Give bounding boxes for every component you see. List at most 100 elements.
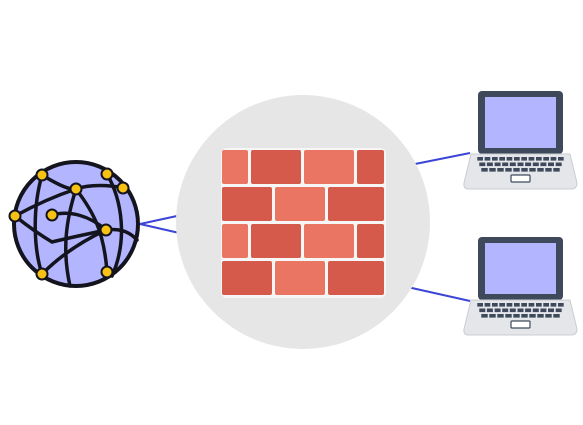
brick — [304, 224, 354, 258]
laptop-key — [543, 157, 549, 161]
globe-body — [12, 160, 140, 288]
laptop-key — [521, 314, 528, 318]
laptop-screen — [485, 243, 556, 294]
laptop-touchpad — [510, 320, 531, 329]
laptop-touchpad — [510, 174, 531, 183]
laptop-key — [514, 157, 520, 161]
brick — [222, 150, 248, 184]
brick — [222, 187, 272, 221]
laptop-key — [558, 157, 564, 161]
globe-node-dot — [100, 167, 114, 181]
laptop-key — [492, 157, 498, 161]
laptop-key — [489, 168, 496, 172]
laptop-key — [553, 314, 560, 318]
brick — [251, 224, 301, 258]
laptop-key — [532, 308, 539, 313]
laptop-key — [555, 162, 562, 167]
laptop-key — [521, 168, 528, 172]
laptop-key — [517, 308, 524, 313]
laptop-key — [545, 314, 552, 318]
globe-node-dot — [45, 208, 59, 222]
laptop-key — [553, 168, 560, 172]
globe-node-dot — [35, 168, 49, 182]
laptop-key — [502, 308, 509, 313]
laptop-key — [477, 303, 483, 307]
laptop-key — [479, 162, 486, 167]
laptop-key — [486, 162, 493, 167]
laptop-key — [497, 168, 504, 172]
laptop-key — [481, 168, 488, 172]
globe-node-dot — [35, 267, 49, 281]
laptop-key — [499, 303, 505, 307]
laptop-key — [481, 314, 488, 318]
globe-network-icon — [8, 160, 140, 288]
brick — [275, 261, 325, 295]
laptop-screen — [485, 97, 556, 148]
laptop-key — [528, 157, 535, 161]
brick — [275, 187, 325, 221]
laptop-key — [484, 303, 491, 307]
globe-node-dot — [116, 181, 130, 195]
laptop-key — [489, 314, 496, 318]
laptop-keyboard — [477, 303, 564, 318]
laptop-icon — [463, 91, 578, 190]
laptop-key — [492, 303, 498, 307]
laptop-key — [543, 303, 549, 307]
laptop-key — [529, 314, 536, 318]
brick-wall-icon — [221, 148, 386, 298]
laptop-key — [558, 303, 564, 307]
laptop-key — [484, 157, 491, 161]
brick-rows — [222, 150, 384, 295]
globe-line-6 — [13, 214, 139, 244]
laptop-key — [505, 314, 512, 318]
laptop-key — [505, 168, 512, 172]
laptop-key — [494, 162, 501, 167]
laptop-key — [506, 303, 513, 307]
globe-node-dot — [69, 182, 83, 196]
laptop-keyboard — [477, 157, 564, 172]
laptop-key — [532, 162, 539, 167]
laptop-key — [509, 308, 516, 313]
laptop-key — [525, 308, 532, 313]
laptop-key — [540, 308, 547, 313]
laptop-key — [537, 168, 544, 172]
laptop-key — [555, 308, 562, 313]
laptop-key — [525, 162, 532, 167]
laptop-key — [540, 162, 547, 167]
globe-node-dot — [8, 209, 22, 223]
laptop-key — [477, 157, 483, 161]
laptop-key — [550, 157, 557, 161]
laptop-key — [536, 157, 542, 161]
laptop-key — [545, 168, 552, 172]
laptop-key — [502, 162, 509, 167]
laptop-key — [513, 168, 520, 172]
laptop-key — [521, 157, 527, 161]
brick — [222, 224, 248, 258]
brick — [304, 150, 354, 184]
globe-line-7 — [40, 228, 108, 276]
laptop-key — [550, 303, 557, 307]
laptop-key — [479, 308, 486, 313]
laptop-key — [486, 308, 493, 313]
globe-node-dot — [99, 223, 113, 237]
laptop-key — [497, 314, 504, 318]
laptop-key — [528, 303, 535, 307]
globe-line-2 — [64, 187, 78, 288]
laptop-key — [513, 314, 520, 318]
laptop-key — [529, 168, 536, 172]
laptop-key — [521, 303, 527, 307]
brick-wall-mortar — [221, 148, 386, 298]
globe-nodes — [8, 167, 130, 281]
brick — [222, 261, 272, 295]
laptop-key — [517, 162, 524, 167]
laptop-key — [494, 308, 501, 313]
laptop-key — [537, 314, 544, 318]
laptop-key — [548, 162, 554, 167]
brick — [357, 224, 384, 258]
laptop-icon — [463, 237, 578, 336]
laptop-key — [514, 303, 520, 307]
laptop-key — [499, 157, 505, 161]
globe-line-4 — [105, 172, 124, 278]
